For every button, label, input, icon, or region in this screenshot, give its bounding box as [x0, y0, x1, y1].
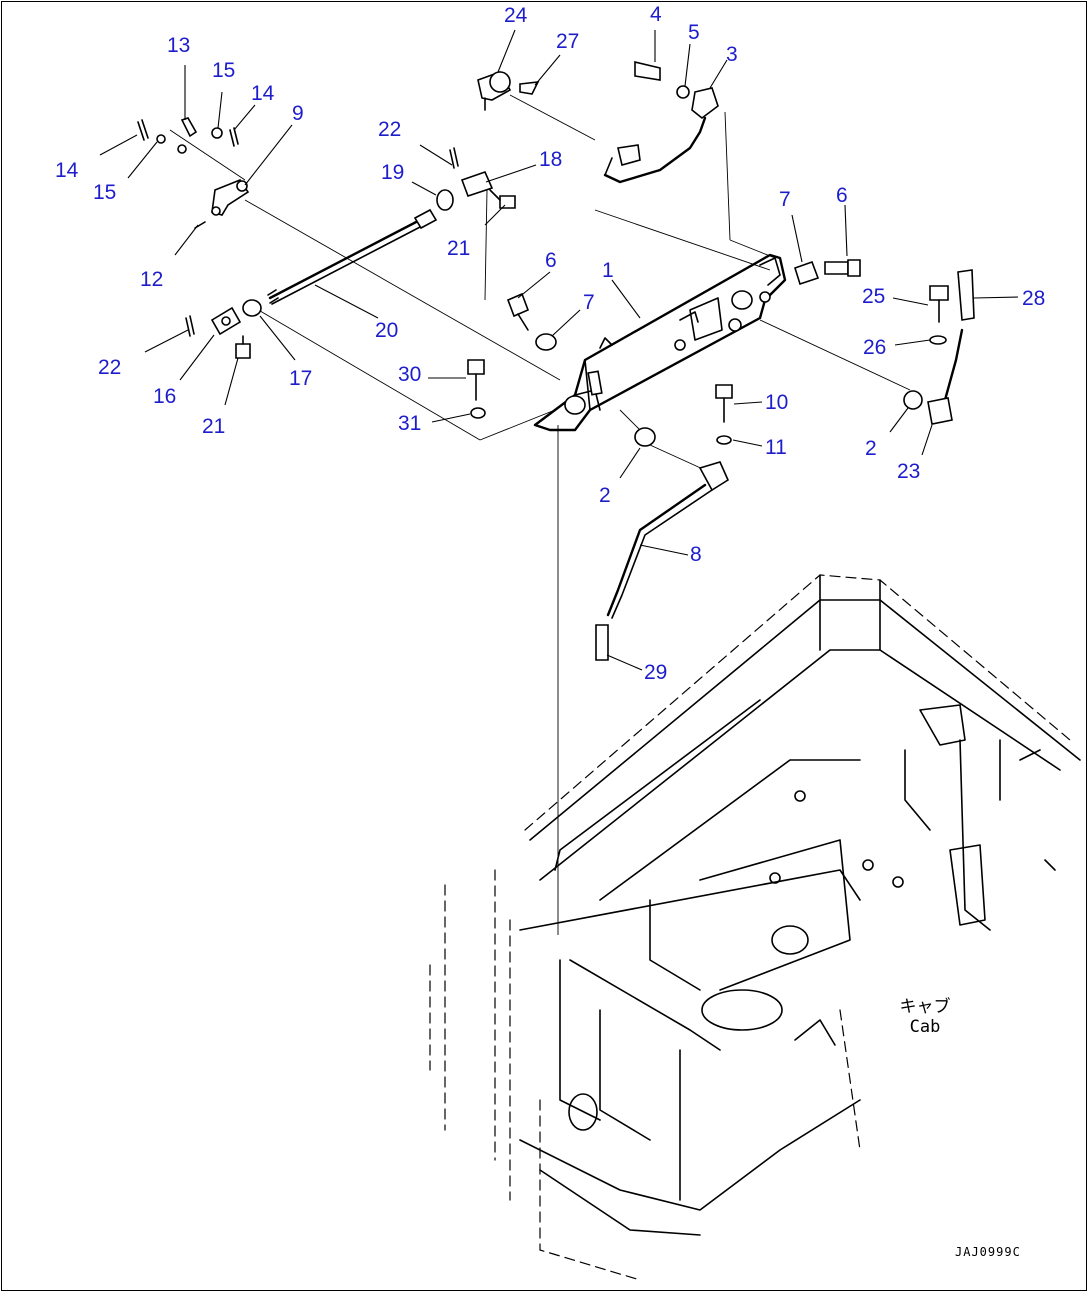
callout-26: 26: [863, 336, 887, 359]
callout-6: 6: [545, 249, 557, 272]
part-16-clevis: [185, 299, 262, 359]
callout-28: 28: [1022, 287, 1046, 310]
callout-15: 15: [212, 59, 236, 82]
callout-2: 2: [865, 437, 877, 460]
part-28-handle: [903, 269, 975, 425]
callout-8: 8: [690, 543, 702, 566]
callout-1: 1: [602, 259, 614, 282]
callout-27: 27: [556, 30, 580, 53]
part-20-rod: [267, 208, 438, 305]
callout-19: 19: [381, 161, 405, 184]
part-3-switch-harness: [603, 60, 719, 184]
callout-leaders: [99, 29, 1019, 671]
callout-16: 16: [153, 385, 177, 408]
callout-15: 15: [93, 181, 117, 204]
callout-9: 9: [292, 102, 304, 125]
callout-22: 22: [378, 118, 402, 141]
part-24-switch-arm: [436, 71, 540, 211]
callout-25: 25: [862, 285, 886, 308]
cab-label: キャブ Cab: [890, 997, 960, 1037]
callout-14: 14: [55, 159, 79, 182]
callout-30: 30: [398, 363, 422, 386]
callout-17: 17: [289, 367, 313, 390]
part-9-lever: [137, 117, 250, 229]
cab-label-jp: キャブ: [899, 997, 951, 1017]
callout-6: 6: [836, 184, 848, 207]
part-10-30-bolts: [467, 359, 733, 447]
part-8-lever: [595, 461, 730, 661]
callout-7: 7: [583, 291, 595, 314]
callout-20: 20: [375, 319, 399, 342]
callout-31: 31: [398, 412, 422, 435]
callout-24: 24: [504, 4, 528, 27]
drawing-code: JAJ0999C: [955, 1245, 1021, 1259]
callout-7: 7: [779, 188, 791, 211]
callout-10: 10: [765, 391, 789, 414]
callout-29: 29: [644, 661, 668, 684]
callout-23: 23: [897, 460, 921, 483]
part-6-7-bolts: [506, 259, 861, 351]
callout-12: 12: [140, 268, 164, 291]
callout-18: 18: [539, 148, 563, 171]
callout-21: 21: [447, 237, 471, 260]
callout-21: 21: [202, 415, 226, 438]
callout-4: 4: [650, 3, 662, 26]
callout-22: 22: [98, 356, 122, 379]
assembly-guide-lines: [169, 94, 911, 935]
callout-3: 3: [726, 43, 738, 66]
callout-13: 13: [167, 34, 191, 57]
callout-5: 5: [688, 21, 700, 44]
callout-2: 2: [599, 484, 611, 507]
callout-11: 11: [765, 436, 787, 459]
cab-label-en: Cab: [909, 1016, 941, 1037]
callout-14: 14: [251, 82, 275, 105]
part-1-bracket: [533, 253, 787, 432]
cab-structure: [429, 574, 1081, 1281]
